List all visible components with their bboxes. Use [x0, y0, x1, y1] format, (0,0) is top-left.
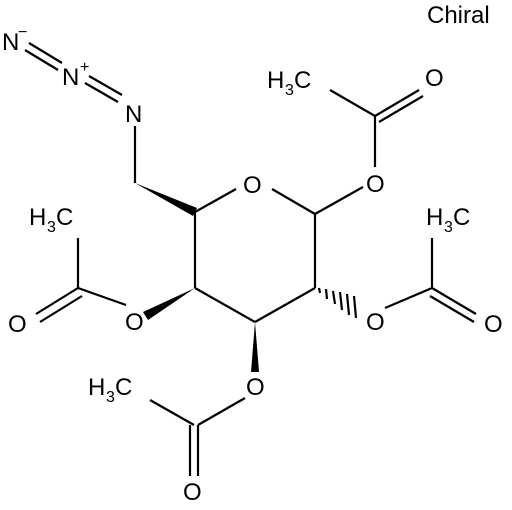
azide-positive-charge: + [80, 59, 89, 76]
c3-ester-oxygen: O [246, 374, 265, 401]
c2-methyl-c: C [453, 204, 470, 231]
c1-methyl-c: C [294, 67, 311, 94]
c2-ester-oxygen: O [366, 309, 385, 336]
c3-methyl-h: H [88, 374, 105, 401]
azide-terminal-n: N [2, 29, 19, 56]
c1-ester-oxygen: O [366, 171, 385, 198]
c2-methyl-h: H [426, 204, 443, 231]
azide-group: N − N + N [2, 24, 142, 183]
c1-methyl-sub: 3 [285, 82, 294, 99]
c4-methyl-h: H [29, 204, 46, 231]
c4-methyl-c: C [56, 204, 73, 231]
azide-alpha-n: N [125, 101, 142, 128]
c4-wedge-bond [143, 288, 195, 320]
pyranose-ring: O [193, 172, 317, 323]
c4-carbonyl-oxygen: O [8, 311, 27, 338]
c4-methyl-sub: 3 [47, 219, 56, 236]
c5-wedge-bond [135, 183, 197, 216]
c4-ester-oxygen: O [125, 309, 144, 336]
acetate-c4: O O H 3 C [8, 204, 195, 338]
c3-methyl-c: C [115, 374, 132, 401]
c2-hashed-bond [317, 287, 358, 319]
acetate-c2: O O H 3 C [317, 204, 503, 338]
azide-negative-charge: − [18, 24, 27, 41]
c1-methyl-h: H [267, 67, 284, 94]
ring-oxygen: O [243, 172, 262, 199]
c3-carbonyl-oxygen: O [183, 479, 202, 506]
azide-middle-n: N [62, 64, 79, 91]
acetate-c1: O O H 3 C [267, 65, 444, 215]
acetate-c3: O O H 3 C [88, 322, 265, 506]
c3-wedge-bond [251, 322, 259, 372]
chiral-flag: Chiral [427, 2, 490, 29]
c2-methyl-sub: 3 [444, 219, 453, 236]
c3-methyl-sub: 3 [106, 389, 115, 406]
c2-carbonyl-oxygen: O [484, 311, 503, 338]
c1-carbonyl-oxygen: O [425, 65, 444, 92]
